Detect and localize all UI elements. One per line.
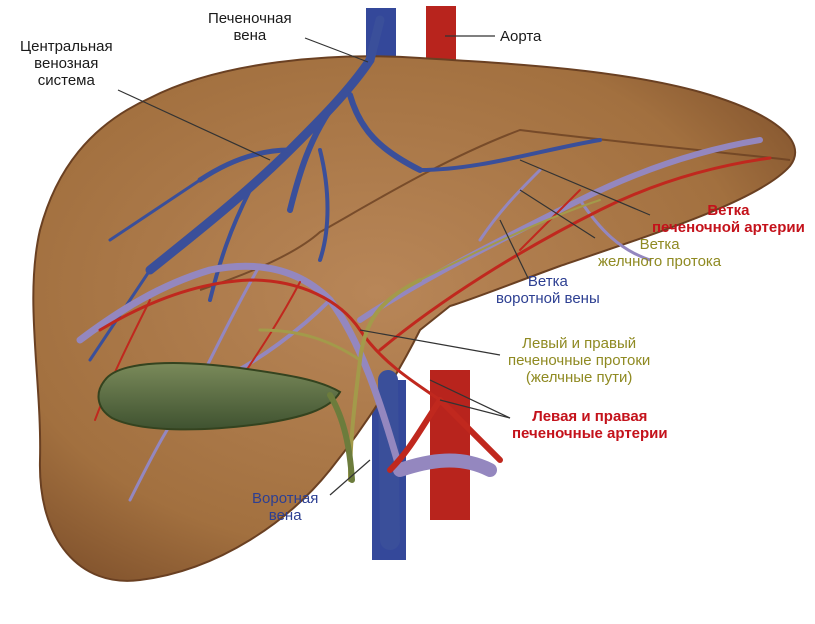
label-aorta: Аорта bbox=[500, 28, 541, 45]
label-hepatic-vein: Печеночная вена bbox=[208, 10, 292, 44]
label-portal-vein: Воротная вена bbox=[252, 490, 318, 524]
label-portal-vein-branch: Ветка воротной вены bbox=[496, 273, 600, 307]
label-hepatic-arteries: Левая и правая печеночные артерии bbox=[512, 408, 668, 442]
label-central-venous-system: Центральная венозная система bbox=[20, 38, 113, 89]
liver-body bbox=[33, 56, 795, 580]
label-hepatic-ducts: Левый и правый печеночные протоки (желчн… bbox=[508, 335, 650, 386]
label-bile-duct-branch: Ветка желчного протока bbox=[598, 236, 721, 270]
label-hepatic-artery-branch: Ветка печеночной артерии bbox=[652, 202, 805, 236]
